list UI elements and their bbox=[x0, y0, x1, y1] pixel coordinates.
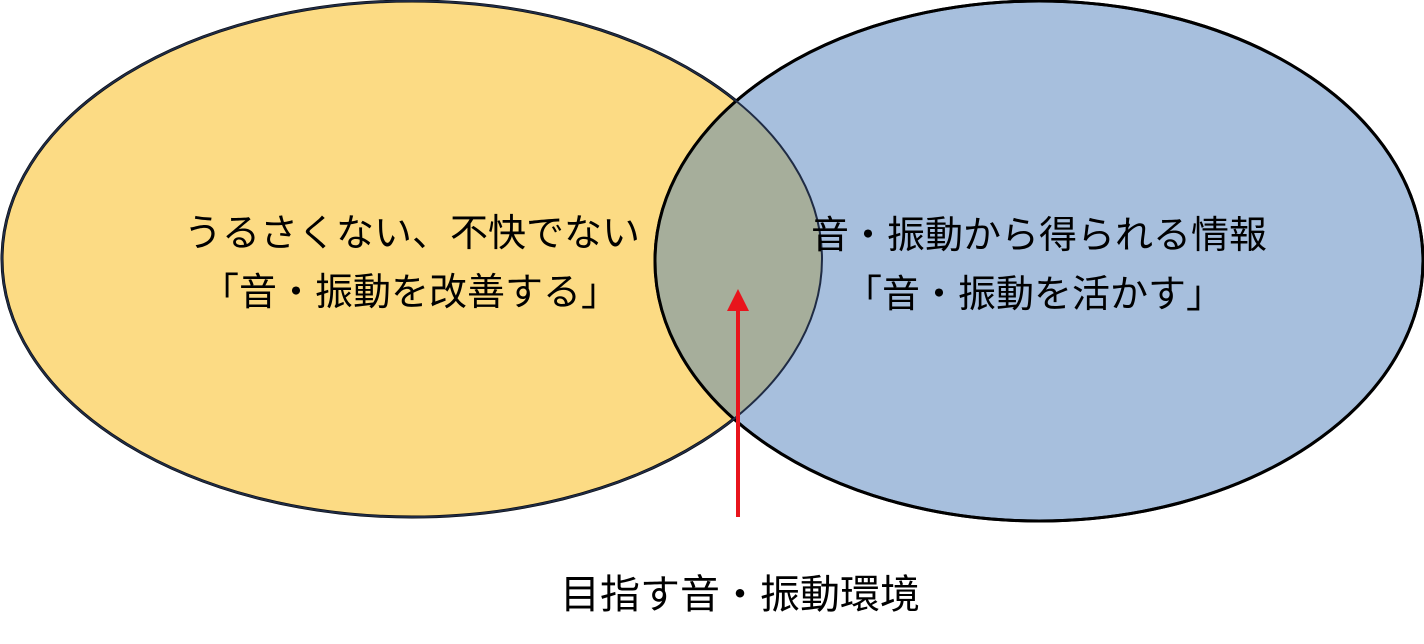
right-circle-outline bbox=[653, 0, 1424, 523]
right-circle-line1: 音・振動から得られる情報 bbox=[811, 213, 1267, 257]
left-circle-outline-overlap bbox=[1, 0, 823, 518]
left-circle-line2: 「音・振動を改善する」 bbox=[201, 270, 619, 314]
arrow-head bbox=[727, 289, 749, 311]
left-circle-line1: うるさくない、不快でない bbox=[184, 211, 640, 255]
target-label: 目指す音・振動環境 bbox=[560, 572, 920, 618]
right-circle-line2: 「音・振動を活かす」 bbox=[844, 272, 1224, 316]
